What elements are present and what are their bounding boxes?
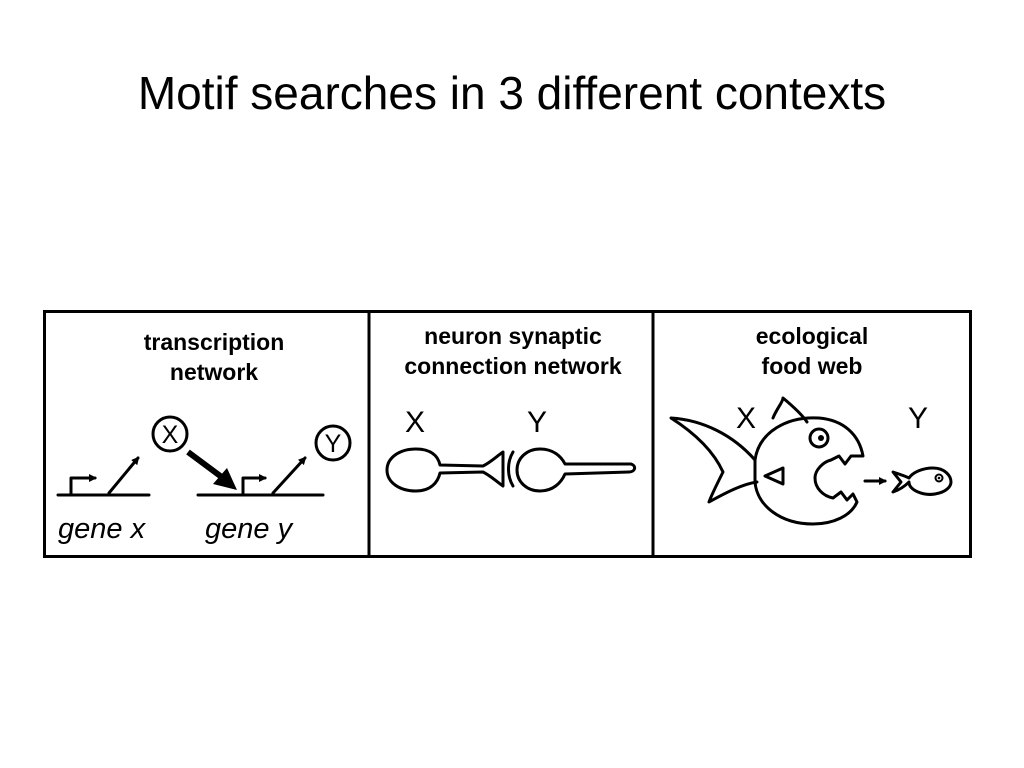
prey-fish-icon: [891, 466, 953, 496]
slide-title: Motif searches in 3 different contexts: [137, 67, 887, 119]
predator-fish-icon: [669, 396, 865, 526]
neuron-network-panel: neuron synaptic connection network X Y: [385, 323, 637, 493]
gene-y-label: gene y: [205, 513, 294, 545]
neuron-x-icon: [385, 447, 505, 493]
panel-title-line-2: connection network: [404, 353, 621, 379]
gene-x-icon: [56, 456, 151, 497]
prey-y-label: Y: [908, 402, 928, 435]
panel-title-line-2: food web: [762, 353, 863, 379]
gene-y-icon: [196, 456, 325, 497]
motif-figure-svg: transcription network X: [43, 310, 972, 558]
node-y-circle: Y: [314, 424, 352, 462]
transcription-network-panel: transcription network X: [56, 329, 352, 545]
regulation-arrow-icon: [186, 449, 237, 490]
node-x-label: X: [162, 421, 179, 449]
gene-x-label: gene x: [58, 513, 147, 545]
panel-title-line-1: transcription: [144, 329, 285, 355]
predator-x-label: X: [736, 402, 756, 435]
neuron-y-icon: [515, 447, 637, 493]
synapse-icon: [507, 450, 515, 488]
neuron-x-label: X: [405, 406, 425, 439]
motif-figure: transcription network X: [43, 310, 972, 558]
node-y-label: Y: [325, 430, 342, 458]
panel-title-line-1: neuron synaptic: [424, 323, 602, 349]
panel-title-line-1: ecological: [756, 323, 868, 349]
neuron-y-label: Y: [527, 406, 547, 439]
food-web-panel: ecological food web X Y: [669, 323, 953, 526]
panel-title-line-2: network: [170, 359, 258, 385]
node-x-circle: X: [151, 415, 189, 453]
